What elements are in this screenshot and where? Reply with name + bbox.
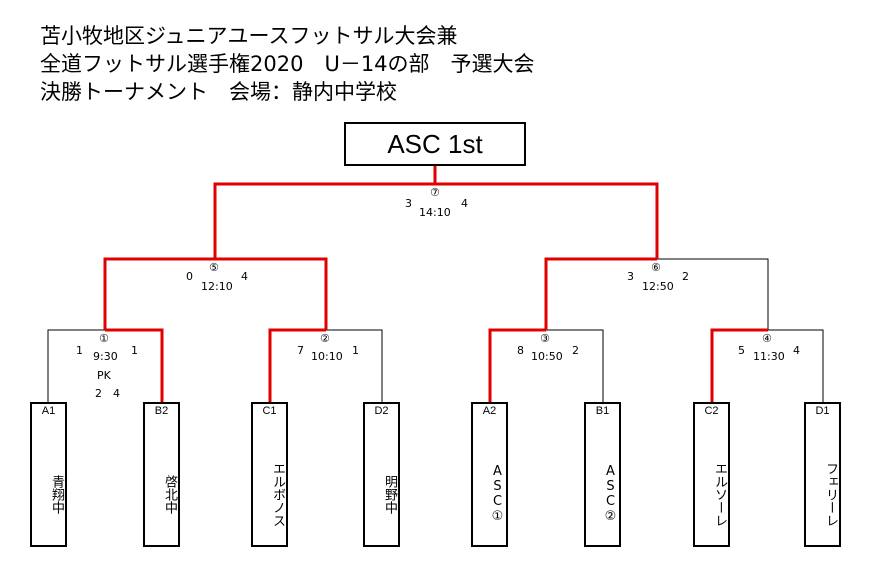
bracket-base-lines: [47, 166, 824, 402]
team-box-d2: D2 明野中: [363, 402, 400, 547]
team-name: ASC②: [603, 464, 618, 524]
match-7-time: 14:10: [419, 206, 451, 219]
title-line-1: 苫小牧地区ジュニアユースフットサル大会兼: [40, 24, 458, 48]
team-box-d1: D1 フェリーレ: [804, 402, 841, 547]
match-3-time: 10:50: [531, 350, 563, 363]
match-5-right-score: 4: [241, 270, 248, 283]
match-6-left-score: 3: [627, 270, 634, 283]
match-6-number: ⑥: [651, 261, 661, 274]
match-6-right-score: 2: [682, 270, 689, 283]
match-4-right-score: 4: [793, 344, 800, 357]
match-7-right-score: 4: [461, 197, 468, 210]
match-3-left-score: 8: [517, 344, 524, 357]
team-name: ASC①: [490, 464, 505, 524]
match-5-time: 12:10: [201, 280, 233, 293]
title-line-3: 決勝トーナメント 会場：静内中学校: [40, 80, 397, 104]
match-1-left-score: 1: [76, 344, 83, 357]
team-name: 青翔中: [49, 474, 64, 514]
match-7-number: ⑦: [430, 186, 440, 199]
team-box-a1: A1 青翔中: [30, 402, 67, 547]
team-code: D2: [374, 405, 389, 417]
team-code: C2: [704, 405, 719, 417]
champion-name: ASC 1st: [387, 128, 483, 159]
team-code: B2: [154, 405, 169, 417]
match-4-left-score: 5: [738, 344, 745, 357]
bracket-winner-lines: [103, 166, 768, 402]
team-box-c1: C1 エルボノス: [251, 402, 288, 547]
match-2-number: ②: [320, 332, 330, 345]
team-name: エルソーレ: [712, 461, 727, 527]
match-4-time: 11:30: [753, 350, 785, 363]
team-code: B1: [595, 405, 610, 417]
match-7-left-score: 3: [405, 197, 412, 210]
title-line-2: 全道フットサル選手権2020 U－14の部 予選大会: [40, 52, 535, 76]
match-4-number: ④: [762, 332, 772, 345]
match-1-right-score: 1: [131, 344, 138, 357]
match-1-pk-label: PK: [97, 369, 111, 382]
team-code: C1: [262, 405, 277, 417]
team-name: エルボノス: [270, 461, 285, 527]
champion-box: ASC 1st: [344, 122, 526, 166]
team-box-c2: C2 エルソーレ: [693, 402, 730, 547]
team-code: A1: [41, 405, 56, 417]
match-2-time: 10:10: [311, 350, 343, 363]
team-box-b2: B2 啓北中: [143, 402, 180, 547]
team-name: フェリーレ: [823, 461, 838, 527]
match-1-pk-right: 4: [113, 387, 120, 400]
team-box-b1: B1 ASC②: [584, 402, 621, 547]
team-code: D1: [815, 405, 830, 417]
match-5-left-score: 0: [186, 270, 193, 283]
match-6-time: 12:50: [642, 280, 674, 293]
team-code: A2: [482, 405, 497, 417]
match-1-time: 9:30: [93, 350, 118, 363]
team-box-a2: A2 ASC①: [471, 402, 508, 547]
team-name: 啓北中: [162, 474, 177, 514]
match-2-left-score: 7: [297, 344, 304, 357]
match-1-pk-left: 2: [95, 387, 102, 400]
team-name: 明野中: [382, 474, 397, 514]
match-3-number: ③: [540, 332, 550, 345]
match-1-number: ①: [99, 332, 109, 345]
match-5-number: ⑤: [209, 261, 219, 274]
match-2-right-score: 1: [352, 344, 359, 357]
match-3-right-score: 2: [572, 344, 579, 357]
